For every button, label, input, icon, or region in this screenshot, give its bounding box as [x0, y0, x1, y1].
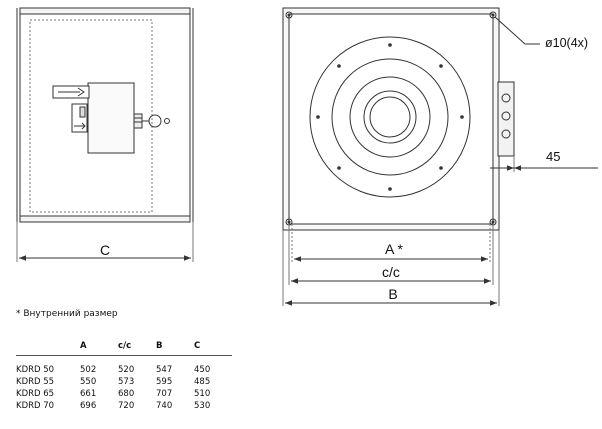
table-row: KDRD 70 696 720 740 530 — [16, 400, 232, 412]
table-cell: KDRD 55 — [16, 377, 55, 387]
side-flange-top — [19, 7, 191, 15]
front-outer-label: B — [388, 286, 397, 302]
table-cell: 720 — [118, 401, 135, 411]
rotation-plate-icon — [71, 103, 88, 133]
table-cell: KDRD 70 — [16, 401, 55, 411]
airflow-arrow-icon — [52, 85, 90, 99]
table-cell: 707 — [156, 389, 173, 399]
table-header-cell: c/c — [118, 340, 156, 356]
table-cell: 510 — [194, 389, 211, 399]
table-cell: 661 — [80, 389, 97, 399]
table-cell: 520 — [118, 365, 135, 375]
side-width-label: C — [100, 242, 110, 258]
table-cell: 595 — [156, 377, 173, 387]
mounting-hole — [285, 11, 293, 19]
table-cell: 450 — [194, 365, 211, 375]
terminal-box — [87, 82, 135, 154]
table-cell: KDRD 65 — [16, 389, 55, 399]
table-cell: 680 — [118, 389, 135, 399]
mounting-hole — [489, 11, 497, 19]
table-cell: 740 — [156, 401, 173, 411]
inlet-ring-inner — [349, 76, 431, 158]
inner-size-note: * Внутренний размер — [16, 309, 118, 319]
table-row: KDRD 55 550 573 595 485 — [16, 376, 232, 388]
table-row: KDRD 65 661 680 707 510 — [16, 388, 232, 400]
offset-label: 45 — [546, 149, 560, 164]
table-header-cell: B — [156, 340, 194, 356]
side-view — [16, 7, 194, 262]
table-cell: 550 — [80, 377, 97, 387]
hole-leader-line — [494, 16, 526, 45]
table-header-row: A c/c B C — [16, 340, 232, 356]
hole-label: ø10(4x) — [545, 36, 588, 50]
dimension-table: A c/c B C KDRD 50 502 520 547 450 KDRD 5… — [16, 340, 232, 412]
inlet-ring-mid — [331, 58, 449, 176]
table-cell: 502 — [80, 365, 97, 375]
table-header-cell: A — [80, 340, 118, 356]
table-cell: 573 — [118, 377, 135, 387]
side-flange-bottom — [19, 215, 191, 223]
table-header-cell: C — [194, 340, 232, 356]
front-inner-label: A * — [385, 241, 403, 257]
cable-gland-icon — [133, 113, 170, 129]
table-cell: 696 — [80, 401, 97, 411]
table-cell: 485 — [194, 377, 211, 387]
inlet-hub-outer — [363, 90, 417, 144]
front-center-label: c/c — [382, 264, 400, 280]
table-cell: 547 — [156, 365, 173, 375]
table-row: KDRD 50 502 520 547 450 — [16, 364, 232, 376]
table-cell: KDRD 50 — [16, 365, 55, 375]
front-view — [282, 7, 598, 306]
table-cell: 530 — [194, 401, 211, 411]
inlet-ring-outer — [309, 36, 471, 198]
bolt-circle — [316, 43, 464, 191]
motor-terminal-box — [497, 81, 515, 157]
table-header-cell — [16, 340, 80, 356]
inlet-hub-inner — [369, 96, 411, 138]
